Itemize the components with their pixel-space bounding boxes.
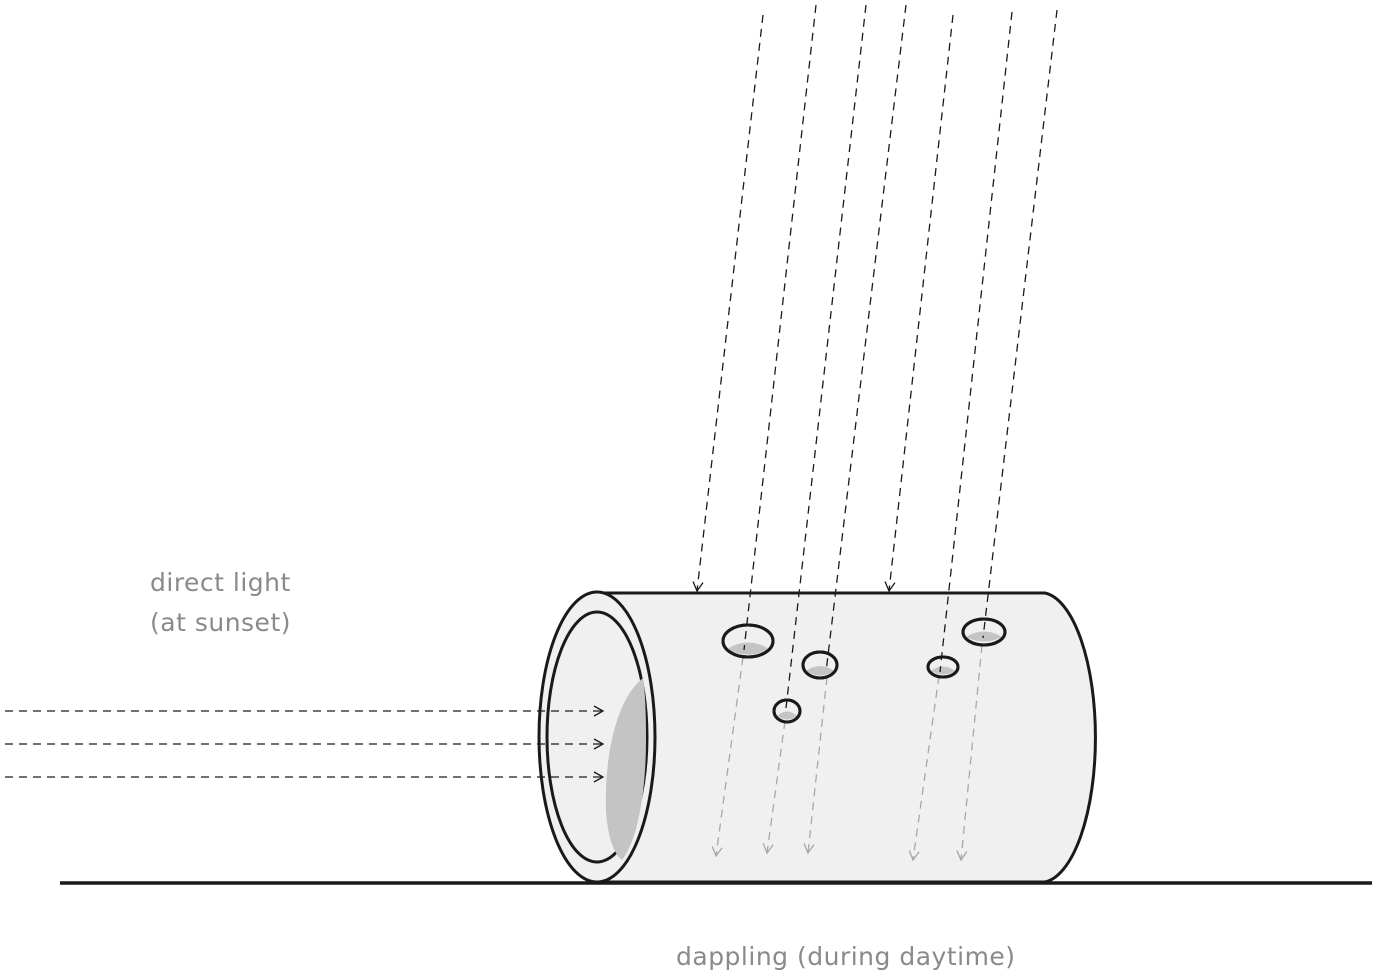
dappling-label: dappling (during daytime) xyxy=(676,942,1016,971)
hole xyxy=(961,617,1007,647)
hole xyxy=(926,655,960,679)
cylinder-body xyxy=(598,591,1097,884)
daylight-ray xyxy=(884,14,954,593)
interior-light-patch xyxy=(605,678,646,860)
dapple-ray xyxy=(908,675,940,862)
daylight-ray xyxy=(692,14,764,593)
hole xyxy=(721,623,775,659)
dapple-ray xyxy=(803,676,828,855)
direct-light-line2: (at sunset) xyxy=(150,608,291,637)
daylight-ray xyxy=(939,11,1013,673)
direct-light-line1: direct light xyxy=(150,568,291,597)
hole xyxy=(801,650,839,680)
daylight-ray xyxy=(785,4,867,709)
daylight-ray xyxy=(743,4,817,651)
direct-light-label: direct light (at sunset) xyxy=(150,563,291,643)
daylight-ray xyxy=(825,4,907,673)
hole xyxy=(772,698,802,724)
dapple-ray xyxy=(711,656,744,858)
daylight-ray xyxy=(982,9,1058,639)
